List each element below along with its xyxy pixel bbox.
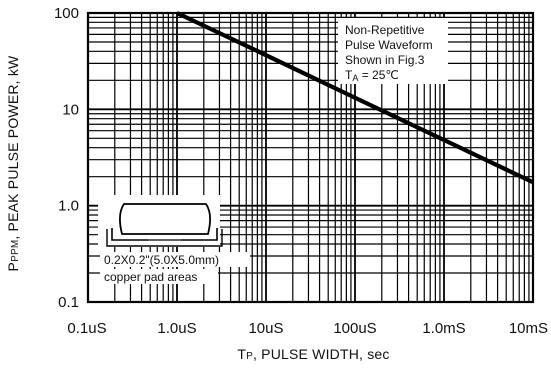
pad-label-line-1: 0.2X0.2"(5.0X5.0mm) — [104, 253, 219, 267]
y-tick-label: 0.1 — [58, 294, 79, 311]
plot-frame — [86, 11, 535, 304]
series-line — [176, 11, 534, 185]
y-tick-label: 100 — [54, 5, 79, 22]
pad-text-background-1 — [100, 252, 250, 267]
temp-main: T — [345, 68, 353, 82]
condition-temperature: TA = 25℃ — [345, 68, 399, 83]
x-tick-label: 1.0mS — [422, 320, 465, 337]
x-axis-title-main: T — [237, 346, 246, 362]
annotations: Non-Repetitive Pulse Waveform Shown in F… — [98, 18, 448, 284]
y-axis-title-main: P — [5, 262, 21, 272]
package-pad-drawing — [106, 203, 223, 247]
condition-line-3: Shown in Fig.3 — [345, 53, 425, 67]
pad-text-background-2 — [100, 269, 218, 284]
copper-pad-outline — [106, 229, 223, 247]
y-axis-title-sub: PPM — [10, 240, 21, 262]
temp-rest: = 25℃ — [358, 68, 399, 82]
x-tick-label: 100uS — [333, 320, 376, 337]
temp-sub: A — [352, 73, 358, 83]
x-axis-title-sub: P — [246, 351, 253, 362]
y-tick-label: 1.0 — [58, 198, 79, 215]
x-tick-label: 0.1uS — [67, 320, 106, 337]
tick-labels: 0.1uS 1.0uS 10uS 100uS 1.0mS 10mS 0.1 1.… — [54, 5, 548, 337]
y-axis-title-rest: , PEAK PULSE POWER, kW — [5, 55, 21, 240]
condition-line-1: Non-Repetitive — [345, 23, 425, 37]
condition-box — [338, 18, 448, 84]
x-axis-title-rest: , PULSE WIDTH, sec — [253, 346, 390, 362]
condition-line-2: Pulse Waveform — [345, 38, 433, 52]
package-body — [119, 203, 211, 235]
x-tick-label: 1.0uS — [157, 320, 196, 337]
y-tick-label: 10 — [62, 101, 79, 118]
series-layer — [176, 11, 534, 185]
pad-label-line-2: copper pad areas — [104, 270, 197, 284]
x-tick-label: 10mS — [509, 320, 548, 337]
x-axis-title: TP, PULSE WIDTH, sec — [237, 346, 389, 362]
y-axis-title: PPPM, PEAK PULSE POWER, kW — [5, 55, 21, 272]
lead-right — [181, 228, 218, 241]
x-tick-label: 10uS — [248, 320, 283, 337]
lead-left — [111, 228, 148, 241]
